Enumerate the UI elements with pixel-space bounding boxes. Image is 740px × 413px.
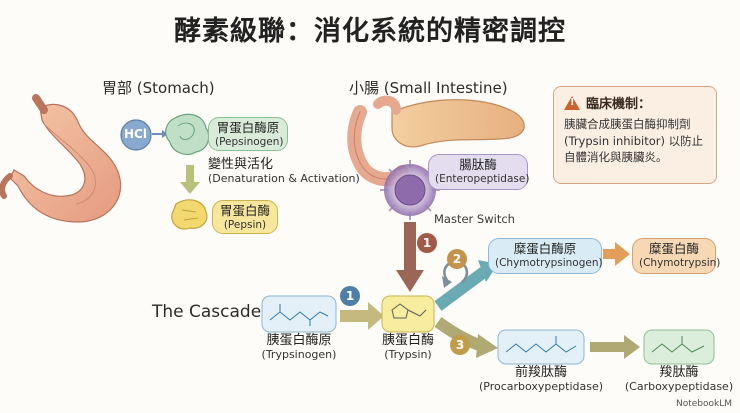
trypsinogen-label: 胰蛋白酶原 (Trypsinogen) [261,333,337,362]
step-3-badge [450,335,470,355]
stomach-illustration [0,94,122,223]
hcl-label: HCl [124,127,147,141]
enteropeptidase-en: (Enteropeptidase) [435,172,530,185]
master-switch-burst [380,160,440,220]
chymotrypsinogen-zh: 糜蛋白酶原 [513,241,577,256]
step-3-badge-label: 3 [455,338,465,352]
feedback-loop-arrow [442,249,469,288]
carboxypeptidase-en: (Carboxypeptidase) [624,379,734,393]
pepsin-node: 胃蛋白酶 (Pepsin) [212,200,278,234]
chymotrypsinogen-node: 糜蛋白酶原 (Chymotrypsinogen) [488,238,603,274]
clinical-note-heading: 臨床機制： [564,93,706,112]
trypsinogen-en: (Trypsinogen) [261,347,337,361]
pepsinogen-zh: 胃蛋白酶原 [216,120,280,135]
procarboxypeptidase-en: (Procarboxypeptidase) [478,379,604,393]
trypsin-zh: 胰蛋白酶 [381,333,435,348]
intestine-section-label: 小腸 (Small Intestine) [349,79,508,97]
pepsin-zh: 胃蛋白酶 [219,203,270,218]
hcl-circle [120,119,152,151]
trypsinogen-to-trypsin-arrow [340,286,384,330]
warning-icon [564,95,580,110]
chymotrypsin-zh: 糜蛋白酶 [648,241,699,256]
denaturation-activation-label: 變性與活化 (Denaturation & Activation) [208,157,360,186]
carboxypeptidase-zh: 羧肽酶 [659,365,699,380]
procarboxy-to-carboxy-arrow [590,335,640,359]
enteropeptidase-node: 腸肽酶 (Enteropeptidase) [428,154,530,190]
notebooklm-logo: NotebookLM [675,399,732,409]
trypsin-en: (Trypsin) [384,347,432,361]
trypsinogen-zh: 胰蛋白酶原 [266,333,332,348]
trypsinogen-molecule [261,295,337,333]
pepsinogen-node: 胃蛋白酶原 (Pepsinogen) [208,117,288,151]
trypsin-molecule [381,295,435,333]
stomach-section-label: 胃部 (Stomach) [102,79,215,97]
chymotrypsinogen-to-chymotrypsin-arrow [603,242,630,266]
enteropeptidase-zh: 腸肽酶 [459,157,497,172]
step-2-badge: 2 [452,252,462,266]
step-1-enteropeptidase-badge: 1 [422,236,432,250]
pepsin-protein-icon [171,199,208,230]
procarboxypeptidase-zh: 前羧肽酶 [514,365,567,380]
procarboxypeptidase-molecule [497,329,585,365]
pepsin-en: (Pepsin) [223,218,267,231]
procarboxypeptidase-label: 前羧肽酶 (Procarboxypeptidase) [478,365,604,394]
carboxypeptidase-label: 羧肽酶 (Carboxypeptidase) [624,365,734,394]
carboxypeptidase-molecule [643,329,715,365]
enteropeptidase-to-trypsin-arrow [396,222,437,292]
chymotrypsinogen-en: (Chymotrypsinogen) [495,256,603,269]
step-1-cascade-badge: 1 [345,289,355,303]
denaturation-zh: 變性與活化 [208,157,274,172]
activation-arrow [180,165,200,194]
clinical-heading-text: 臨床機制： [586,97,652,112]
master-switch-label: Master Switch [434,212,515,226]
pepsinogen-en: (Pepsinogen) [215,135,284,148]
pepsinogen-protein-icon [165,113,210,155]
trypsin-label: 胰蛋白酶 (Trypsin) [381,333,435,362]
cascade-label: The Cascade [152,302,262,322]
denaturation-en: (Denaturation & Activation) [208,171,360,185]
clinical-note-body: 胰臟合成胰蛋白酶抑制劑 (Trypsin inhibitor) 以防止自體消化與… [564,117,704,165]
chymotrypsin-node: 糜蛋白酶 (Chymotrypsin) [632,238,721,274]
page-title: 酵素級聯：消化系統的精密調控 [174,16,566,47]
clinical-mechanism-note: 臨床機制： 胰臟合成胰蛋白酶抑制劑 (Trypsin inhibitor) 以防… [553,86,717,184]
chymotrypsin-en: (Chymotrypsin) [639,256,721,269]
